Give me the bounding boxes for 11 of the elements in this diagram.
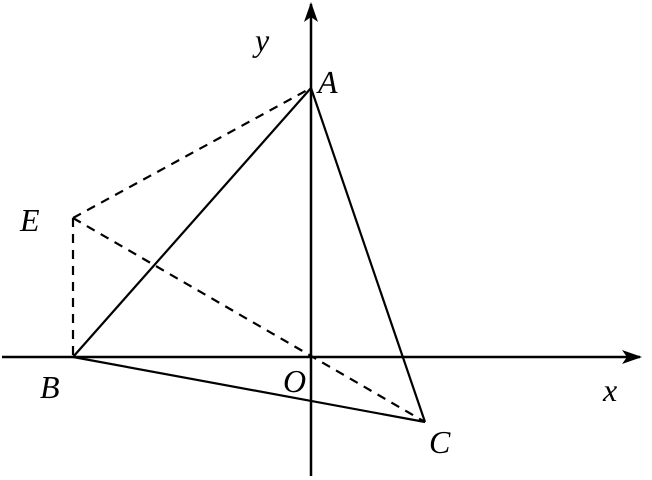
point-label: B	[40, 371, 60, 403]
point-label: A	[318, 66, 338, 98]
line-segment	[72, 356, 426, 424]
dashed-line-segment	[72, 217, 426, 423]
dashed-line-segment	[72, 218, 74, 357]
line-segment	[310, 88, 426, 422]
point-label: C	[429, 426, 450, 458]
line-segment	[72, 87, 312, 358]
point-label: O	[283, 365, 306, 397]
point-label: E	[20, 204, 40, 236]
axis-label: x	[603, 374, 618, 406]
